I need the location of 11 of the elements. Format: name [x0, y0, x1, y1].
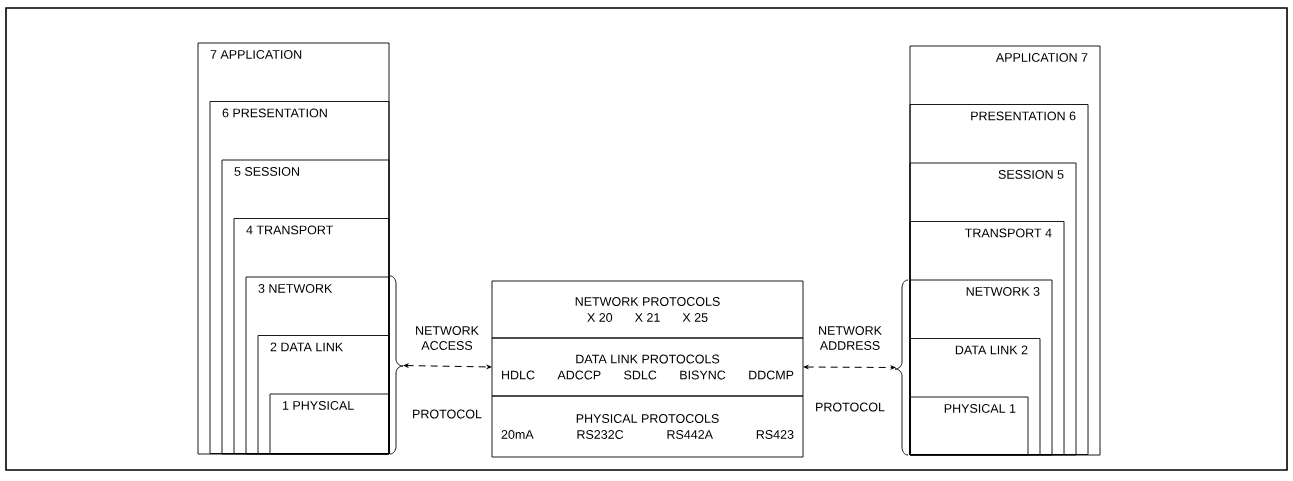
protocol-label: NETWORK ADDRESS — [819, 326, 882, 350]
protocol-label: PROTOCOL — [413, 409, 482, 419]
layer-box: 1 PHYSICAL — [269, 393, 390, 455]
protocol-band: DATA LINK PROTOCOLS HDLC ADCCP SDLC BISYNC DDCMP — [491, 337, 804, 397]
layer-box: PHYSICAL 1 — [909, 396, 1029, 456]
protocol-label: PROTOCOL — [816, 402, 885, 412]
protocol-band: PHYSICAL PROTOCOLS 20mA RS232C RS442A RS423 — [491, 395, 804, 458]
dashed-arrow — [403, 363, 492, 369]
dashed-arrow — [803, 365, 896, 370]
protocol-band: NETWORK PROTOCOLS X 20 X 21 X 25 — [491, 280, 804, 339]
protocol-label: NETWORK ACCESS — [416, 326, 479, 350]
